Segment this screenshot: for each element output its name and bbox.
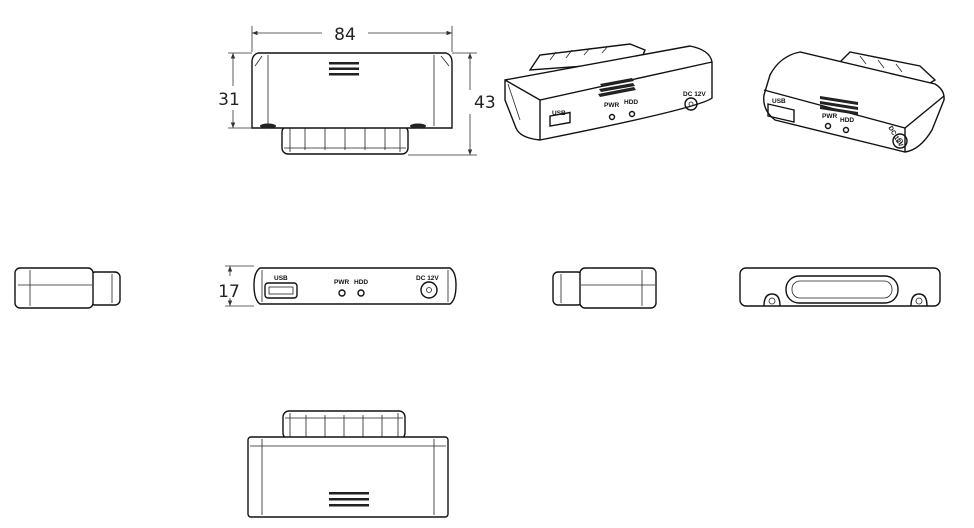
dimension-width: 84 — [334, 25, 356, 45]
dc-label: DC 12V — [683, 91, 706, 98]
back-view — [739, 267, 941, 307]
dc-label-3: DC 12V — [416, 275, 439, 282]
pwr-label-3: PWR — [334, 279, 349, 286]
hdd-label-2: HDD — [840, 117, 854, 124]
dimension-depth-total: 43 — [474, 93, 496, 113]
front-view: USB PWR HDD DC 12V 17 — [218, 265, 457, 307]
dimension-depth-body: 31 — [218, 90, 240, 110]
vent-slots — [329, 62, 359, 76]
usb-label-2: USB — [772, 98, 786, 105]
isometric-view-front-right: USB PWR HDD DC 12V — [763, 51, 945, 153]
hdd-label: HDD — [624, 99, 638, 106]
isometric-view-front-left: USB PWR HDD DC 12V — [504, 43, 713, 141]
usb-label: USB — [552, 110, 566, 117]
pwr-label: PWR — [604, 102, 619, 109]
top-view: 84 31 43 — [218, 25, 496, 156]
right-side-view — [552, 267, 657, 309]
bottom-view — [247, 410, 449, 518]
usb-label-3: USB — [274, 275, 288, 282]
dimension-height: 17 — [218, 282, 240, 302]
left-side-view — [14, 267, 121, 309]
hdd-label-3: HDD — [354, 279, 368, 286]
pwr-label-2: PWR — [822, 113, 837, 120]
